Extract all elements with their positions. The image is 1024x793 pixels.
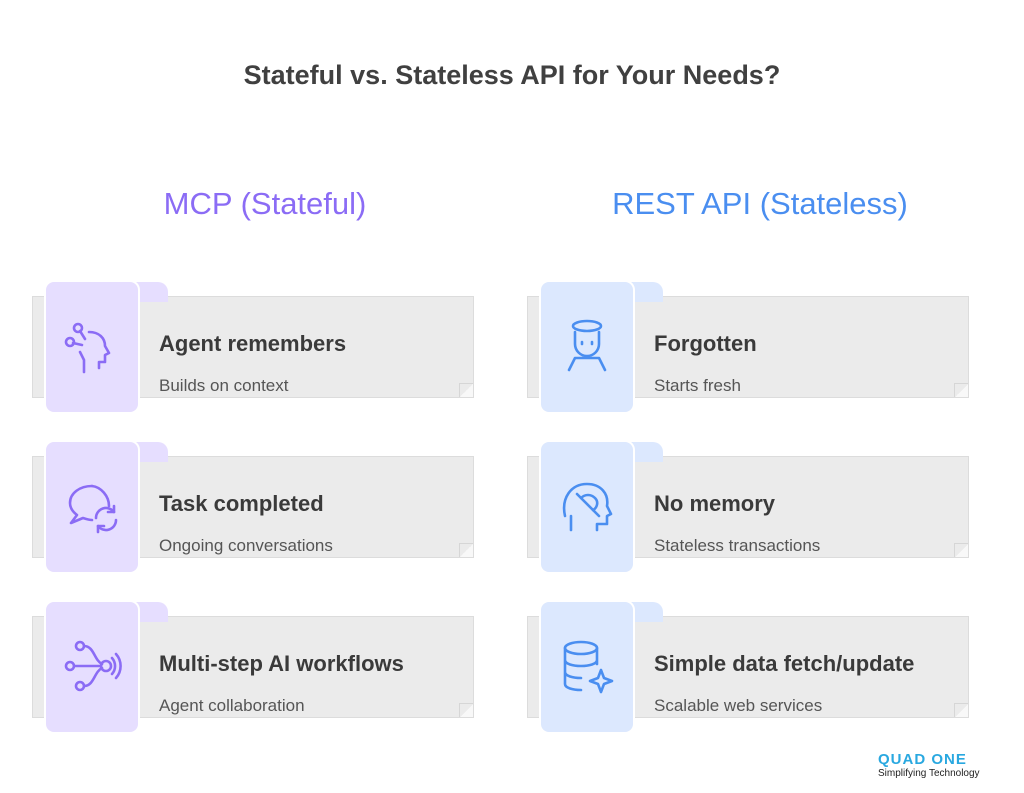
icon-panel <box>541 442 633 572</box>
card-subtitle: Ongoing conversations <box>159 536 333 555</box>
card-subtitle: Agent collaboration <box>159 696 305 715</box>
card-title: Agent remembers <box>159 331 347 356</box>
logo-tagline: Simplifying Technology <box>878 768 980 779</box>
card-title: Simple data fetch/update <box>654 651 915 676</box>
card-title: Multi-step AI workflows <box>159 651 404 676</box>
rest-card: Forgotten Starts fresh <box>525 282 969 412</box>
page-fold <box>459 543 473 557</box>
icon-panel <box>46 282 138 412</box>
mcp-card: Multi-step AI workflows Agent collaborat… <box>30 602 474 732</box>
panel-tab <box>136 602 168 622</box>
rest-heading: REST API (Stateless) <box>612 186 908 221</box>
chat-refresh-icon <box>68 484 118 534</box>
head-memory-icon <box>64 322 111 374</box>
card-subtitle: Stateless transactions <box>654 536 821 555</box>
logo: QUAD ONE Simplifying Technology <box>878 751 980 779</box>
panel-tab <box>631 282 663 302</box>
mcp-card: Task completed Ongoing conversations <box>30 442 474 572</box>
workflow-icon <box>64 640 122 692</box>
database-sparkle-icon <box>563 640 614 694</box>
page-fold <box>954 703 968 717</box>
page-fold <box>459 703 473 717</box>
page-fold <box>954 543 968 557</box>
mcp-card: Agent remembers Builds on context <box>30 282 474 412</box>
panel-tab <box>136 442 168 462</box>
icon-panel <box>46 602 138 732</box>
rest-card: Simple data fetch/update Scalable web se… <box>525 602 969 732</box>
card-title: Task completed <box>159 491 324 516</box>
card-subtitle: Starts fresh <box>654 376 741 395</box>
panel-tab <box>631 442 663 462</box>
panel-tab <box>136 282 168 302</box>
card-title: Forgotten <box>654 331 757 356</box>
icon-panel <box>541 282 633 412</box>
rest-card: No memory Stateless transactions <box>525 442 969 572</box>
card-title: No memory <box>654 491 776 516</box>
page-title: Stateful vs. Stateless API for Your Need… <box>243 60 781 90</box>
card-subtitle: Scalable web services <box>654 696 823 715</box>
person-icon <box>567 319 607 372</box>
page-fold <box>954 383 968 397</box>
head-no-memory-icon <box>562 482 613 532</box>
card-subtitle: Builds on context <box>159 376 289 395</box>
logo-name: QUAD ONE <box>878 751 967 768</box>
icon-panel <box>541 602 633 732</box>
page-fold <box>459 383 473 397</box>
mcp-heading: MCP (Stateful) <box>163 186 367 221</box>
panel-tab <box>631 602 663 622</box>
icon-panel <box>46 442 138 572</box>
